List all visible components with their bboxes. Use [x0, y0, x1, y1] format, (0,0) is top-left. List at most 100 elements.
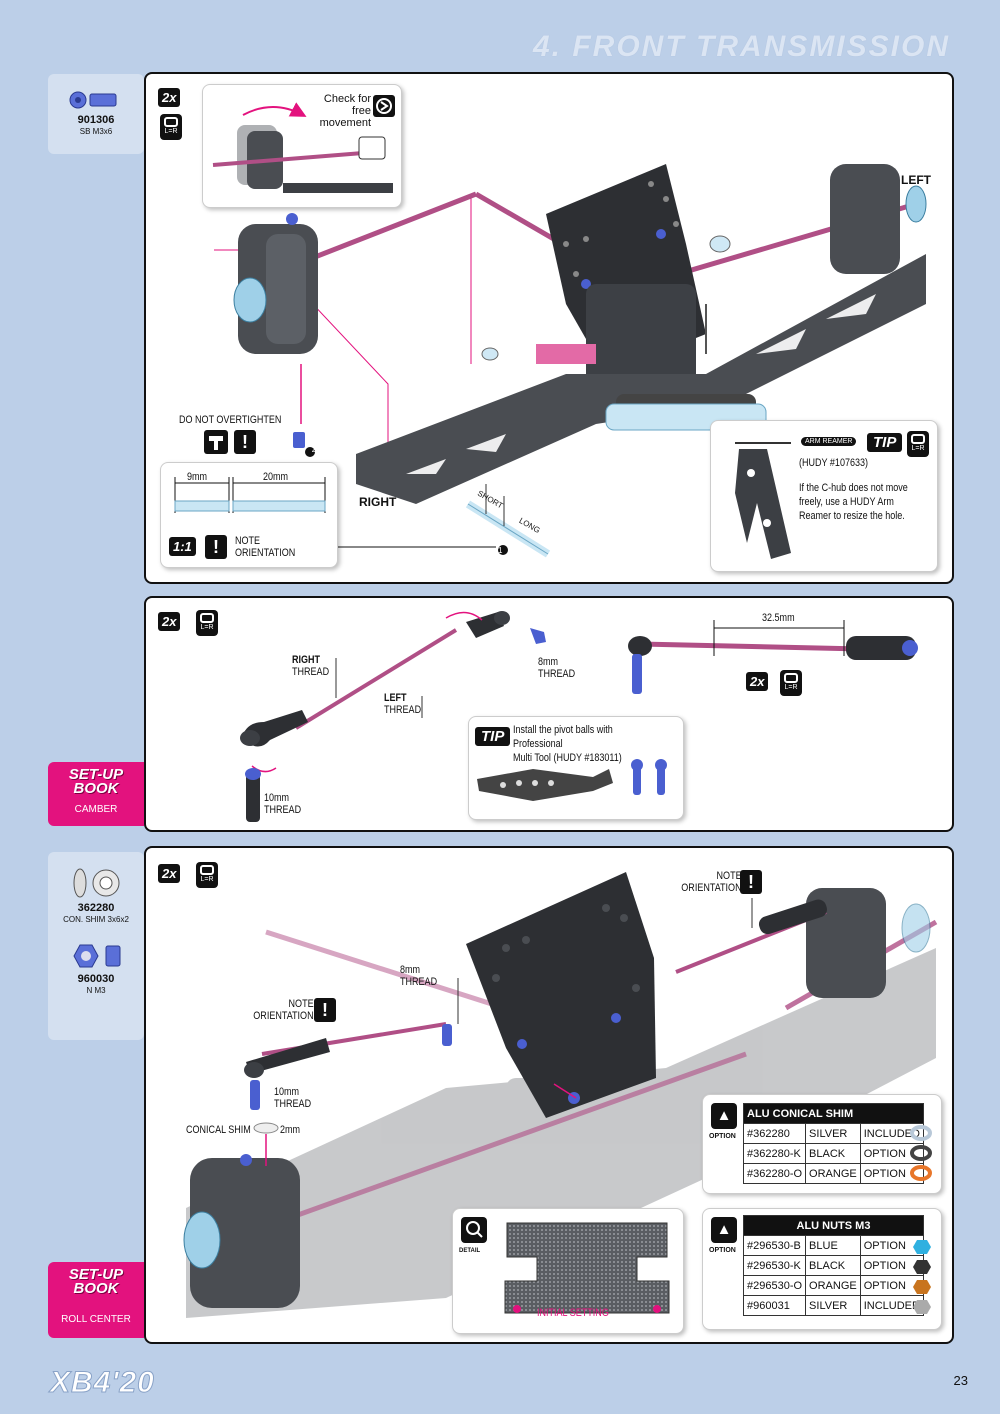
tip-badge: TIP	[867, 433, 903, 452]
quantity-badge: 2x	[158, 88, 181, 107]
scale-badge: 1:1	[169, 537, 196, 556]
part-code: 362280	[77, 902, 115, 914]
part-code: 960030	[77, 973, 115, 985]
nut-icon	[73, 944, 121, 968]
table-title: ALU CONICAL SHIM	[743, 1103, 924, 1124]
multi-tool-illustration	[477, 759, 667, 801]
screw-tool-icon	[204, 430, 228, 454]
warning-icon: !	[205, 535, 227, 559]
free-movement-illustration	[212, 102, 393, 193]
dimension-20mm: 20mm	[263, 471, 289, 483]
warning-icon: !	[234, 430, 256, 454]
left-equals-right-icon: L=R	[196, 862, 218, 888]
warning-icon: !	[740, 870, 762, 894]
thumbs-up-icon: ▲	[711, 1217, 737, 1243]
setup-book-label: ROLL CENTER	[61, 1314, 131, 1325]
screw-icon	[69, 91, 117, 109]
roll-center-illustration	[183, 872, 938, 1318]
quantity-badge: 2x	[158, 612, 181, 631]
brand-logo: XB4'20	[50, 1366, 155, 1400]
hudy-part-number: (HUDY #107633)	[799, 457, 869, 469]
length-dimension: 32.5mm	[762, 612, 795, 624]
dimension-9mm: 9mm	[187, 471, 208, 483]
part-desc: CON. SHIM 3x6x2	[63, 915, 129, 924]
tip-badge: TIP	[475, 727, 511, 746]
left-side-label: LEFT	[901, 173, 931, 187]
part-box-shim-nut: 362280 CON. SHIM 3x6x2 960030 N M3	[48, 852, 144, 1040]
tip-multi-tool: TIP Install the pivot balls with Profess…	[468, 716, 684, 820]
right-side-label: RIGHT	[359, 495, 397, 509]
arm-reamer-tool-label: ARM REAMER	[801, 437, 857, 446]
overtighten-warning: DO NOT OVERTIGHTEN	[179, 414, 282, 426]
nut-swatches	[913, 1240, 931, 1314]
camber-link-illustration	[240, 611, 918, 822]
movement-arrow-icon	[373, 95, 395, 117]
conical-shim-icon	[73, 868, 120, 898]
left-equals-right-icon: L=R	[196, 610, 218, 636]
option-label: OPTION	[709, 1133, 736, 1140]
detail-label: DETAIL	[459, 1248, 481, 1254]
front-transmission-illustration	[214, 164, 927, 558]
arm-reamer-illustration	[735, 442, 791, 559]
callout-number: 1	[498, 546, 503, 555]
left-equals-right-icon: L=R	[160, 114, 182, 140]
part-code: 901306	[77, 114, 115, 126]
thumbs-up-icon: ▲	[711, 1103, 737, 1129]
shock-tower-detail-drawing	[504, 1222, 670, 1314]
part-desc: N M3	[86, 986, 106, 995]
tip-text: Install the pivot balls with Professiona…	[513, 724, 622, 764]
left-equals-right-icon: L=R	[780, 670, 802, 696]
table-title: ALU NUTS M3	[743, 1215, 924, 1236]
option-label: OPTION	[709, 1247, 736, 1254]
step-panel-3: 2x L=R	[144, 846, 954, 1344]
conical-shim-size: 2mm	[280, 1124, 301, 1136]
shock-tower-detail-box: DETAIL INITIAL SETTING	[452, 1208, 684, 1334]
tip-arm-reamer: ARM REAMER TIP L=R (HUDY #107633) If the…	[710, 420, 938, 572]
initial-setting-label: INITIAL SETTING	[537, 1307, 609, 1319]
page-title: 4. FRONT TRANSMISSION	[532, 30, 950, 63]
shim-swatches	[910, 1125, 932, 1181]
conical-shim-label: CONICAL SHIM	[186, 1124, 251, 1136]
magnify-icon	[461, 1217, 487, 1243]
callout-number: 2	[311, 445, 317, 454]
setup-book-label: CAMBER	[74, 804, 118, 815]
left-equals-right-icon: L=R	[907, 431, 929, 457]
quantity-badge: 2x	[746, 672, 769, 691]
warning-icon: !	[314, 998, 336, 1022]
part-desc: SB M3x6	[79, 127, 113, 136]
pin-dimension-drawing	[174, 477, 326, 513]
quantity-badge: 2x	[158, 864, 181, 883]
page-number: 23	[953, 1373, 968, 1388]
part-box-screw: 901306 SB M3x6	[48, 74, 144, 154]
